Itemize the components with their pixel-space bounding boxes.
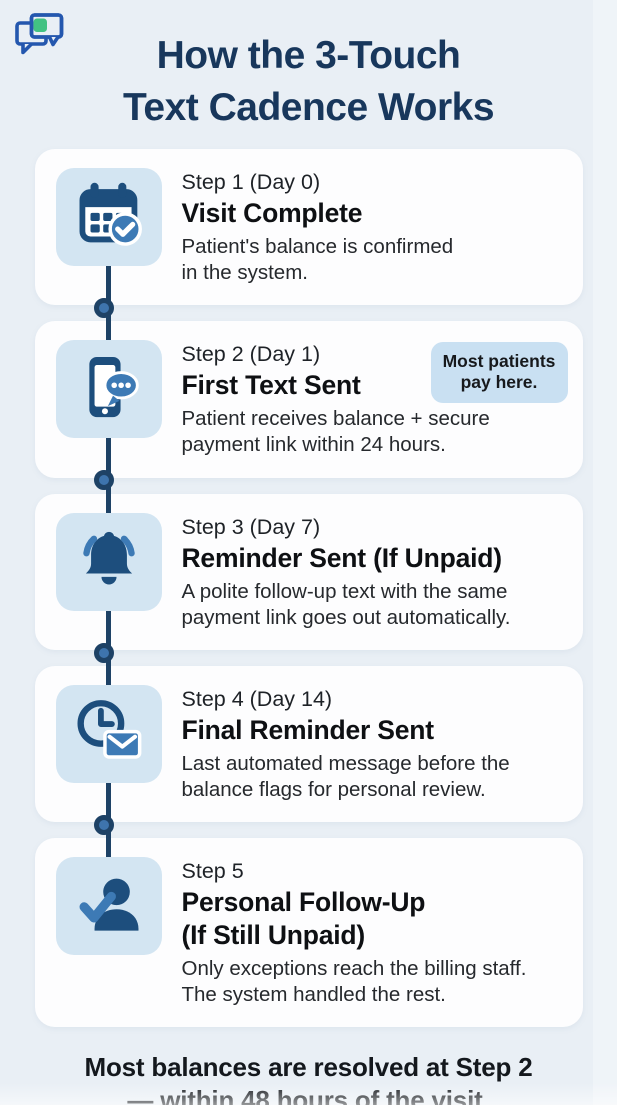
step-title: Personal Follow-Up (If Still Unpaid) bbox=[181, 887, 426, 950]
step-description: Only exceptions reach the billing staff.… bbox=[181, 956, 527, 1006]
step-description: A polite follow-up text with the same pa… bbox=[181, 579, 511, 629]
calendar-check-icon bbox=[72, 177, 146, 256]
step-content: Step 1 (Day 0) Visit Complete Patient's … bbox=[182, 168, 454, 286]
step-card: Step 2 (Day 1) First Text Sent Patient r… bbox=[34, 321, 583, 478]
person-check-icon bbox=[72, 867, 146, 946]
bell-icon bbox=[72, 522, 146, 601]
clock-mail-icon bbox=[72, 694, 146, 773]
timeline-connector-dot bbox=[93, 470, 114, 491]
step-title: First Text Sent bbox=[181, 370, 361, 401]
step-content: Step 4 (Day 14) Final Reminder Sent Last… bbox=[182, 685, 510, 803]
step-label: Step 2 (Day 1) bbox=[181, 342, 321, 367]
footer-note: Most balances are resolved at Step 2 — w… bbox=[84, 1052, 533, 1105]
callout-badge: Most patients pay here. bbox=[430, 342, 568, 403]
step-title: Final Reminder Sent bbox=[181, 714, 435, 745]
step-description: Patient receives balance + secure paymen… bbox=[181, 407, 490, 457]
step-card: Step 3 (Day 7) Reminder Sent (If Unpaid)… bbox=[34, 493, 583, 650]
step-content: Step 2 (Day 1) First Text Sent Patient r… bbox=[182, 340, 490, 458]
step-card: Step 4 (Day 14) Final Reminder Sent Last… bbox=[34, 665, 583, 823]
timeline-connector-dot bbox=[93, 642, 114, 663]
step-content: Step 3 (Day 7) Reminder Sent (If Unpaid)… bbox=[182, 513, 511, 631]
step-title: Reminder Sent (If Unpaid) bbox=[181, 542, 503, 573]
timeline-connector-dot bbox=[93, 297, 114, 318]
step-icon-tile bbox=[55, 167, 162, 266]
step-label: Step 4 (Day 14) bbox=[181, 686, 333, 711]
step-card: Step 5 Personal Follow-Up (If Still Unpa… bbox=[34, 838, 583, 1027]
step-icon-tile bbox=[55, 684, 162, 783]
step-description: Last automated message before the balanc… bbox=[181, 752, 510, 802]
timeline: Step 1 (Day 0) Visit Complete Patient's … bbox=[34, 148, 583, 1027]
step-title: Visit Complete bbox=[181, 197, 363, 228]
page-title: How the 3-Touch Text Cadence Works bbox=[122, 34, 495, 129]
phone-message-icon bbox=[72, 350, 146, 429]
step-label: Step 5 bbox=[181, 859, 244, 884]
step-card: Step 1 (Day 0) Visit Complete Patient's … bbox=[34, 148, 583, 306]
step-label: Step 3 (Day 7) bbox=[181, 514, 321, 539]
step-description: Patient's balance is confirmed in the sy… bbox=[181, 235, 454, 285]
step-content: Step 5 Personal Follow-Up (If Still Unpa… bbox=[182, 857, 527, 1008]
step-icon-tile bbox=[55, 340, 162, 439]
step-label: Step 1 (Day 0) bbox=[181, 169, 321, 194]
step-icon-tile bbox=[55, 857, 162, 956]
timeline-connector-dot bbox=[93, 815, 114, 836]
step-icon-tile bbox=[55, 512, 162, 611]
chat-bubbles-logo-icon bbox=[13, 10, 69, 65]
